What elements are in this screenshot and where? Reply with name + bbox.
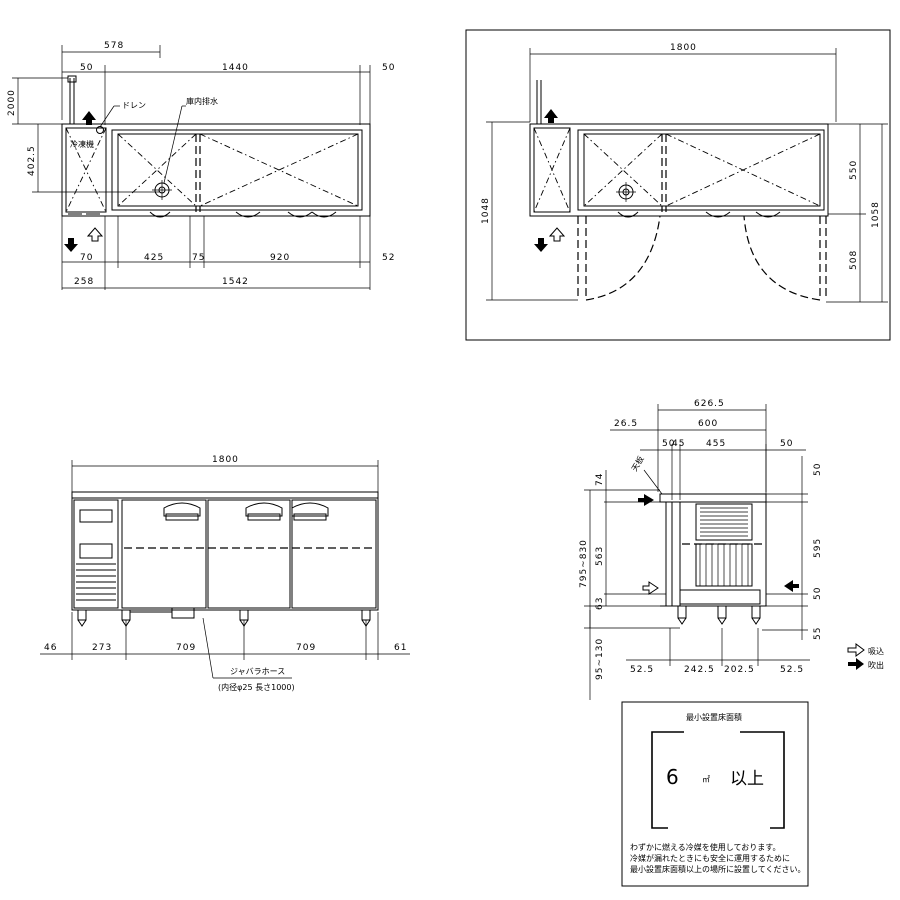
legend-exhaust: 吹出: [868, 660, 884, 670]
dim-50-right-top: 50: [813, 463, 823, 476]
note-line-1: わずかに燃える冷媒を使用しております。: [630, 842, 780, 852]
dim-55: 55: [813, 627, 823, 640]
door-handle-3: [291, 502, 329, 517]
side-vent-upper: [700, 507, 748, 537]
dim-1800-front: 1800: [212, 455, 239, 465]
door-handle-2: [245, 502, 283, 517]
note-line-2: 冷媒が漏れたときにも安全に運用するために: [630, 853, 790, 863]
dim-425: 425: [144, 253, 164, 263]
dim-920: 920: [270, 253, 290, 263]
side-view: 626.5 600 26.5 50 45 455 50: [579, 399, 823, 700]
intake-arrow-icon: [86, 227, 104, 242]
area-suffix: 以上: [730, 769, 764, 789]
dim-202-5: 202.5: [724, 665, 755, 675]
top-right-plan-view: 1800 1048: [465, 29, 891, 341]
side-exhaust-right-icon: [784, 580, 799, 592]
side-vent-lower: [699, 544, 749, 586]
dim-578: 578: [104, 41, 124, 51]
hose-label: ジャバラホース: [230, 667, 285, 676]
dim-1058: 1058: [871, 201, 881, 228]
dim-1800-plan: 1800: [670, 43, 697, 53]
dim-550: 550: [849, 160, 859, 180]
legend-intake: 吸込: [868, 647, 884, 656]
dim-95-130: 95~130: [595, 638, 605, 680]
side-intake-icon: [642, 581, 659, 595]
exhaust-down-arrow-icon: [64, 238, 78, 252]
exhaust-arrow-icon: [82, 111, 96, 125]
dim-2000: 2000: [7, 89, 17, 116]
min-area-title: 最小設置床面積: [686, 712, 742, 722]
dim-52-5-left: 52.5: [630, 665, 654, 675]
airflow-legend: 吸込 吹出: [847, 643, 884, 670]
dim-61: 61: [394, 643, 407, 653]
label-drain: ドレン: [122, 101, 146, 110]
dim-273: 273: [92, 643, 112, 653]
dim-26-5: 26.5: [614, 419, 638, 429]
dim-63: 63: [595, 597, 605, 610]
dim-46: 46: [44, 643, 57, 653]
dim-45: 45: [672, 439, 685, 449]
vent-grille: [76, 563, 116, 601]
dim-75: 75: [192, 253, 205, 263]
dim-595: 595: [813, 538, 823, 558]
dim-74: 74: [595, 473, 605, 486]
dim-626-5: 626.5: [694, 399, 725, 409]
dim-563: 563: [595, 546, 605, 566]
exhaust-legend-icon: [848, 658, 864, 670]
area-unit: ㎡: [702, 775, 710, 784]
hose-spec: (内径φ25 長さ1000): [218, 682, 295, 692]
dim-70: 70: [80, 253, 93, 263]
dim-600: 600: [698, 419, 718, 429]
min-installation-area-box: 最小設置床面積 6 ㎡ 以上 わずかに燃える冷媒を使用しております。 冷媒が漏れ…: [621, 701, 809, 887]
dim-1440: 1440: [222, 63, 249, 73]
note-line-3: 最小設置床面積以上の場所に設置してください。: [630, 864, 806, 874]
label-internal-drain: 庫内排水: [186, 96, 218, 106]
side-exhaust-left-icon: [638, 494, 654, 506]
area-value: 6: [666, 765, 679, 789]
dim-508: 508: [849, 250, 859, 270]
front-view: 1800: [40, 455, 410, 692]
dim-258: 258: [74, 277, 94, 287]
dim-50-side-right: 50: [780, 439, 793, 449]
dim-709-left: 709: [176, 643, 196, 653]
dim-52-5-right: 52.5: [780, 665, 804, 675]
intake-legend-icon: [847, 643, 865, 657]
dim-50-side-left: 50: [662, 439, 675, 449]
dim-1048: 1048: [481, 197, 491, 224]
dim-50-left: 50: [80, 63, 93, 73]
dim-1542: 1542: [222, 277, 249, 287]
dim-242-5: 242.5: [684, 665, 715, 675]
dim-709-right: 709: [296, 643, 316, 653]
top-left-plan-view: 578 50 1440 50 2000 402.5: [7, 41, 395, 290]
dim-402-5: 402.5: [27, 145, 37, 176]
door-handle-1: [163, 502, 201, 517]
label-tenban: 天板: [629, 454, 646, 473]
dim-50-right: 50: [382, 63, 395, 73]
dim-50-right-mid: 50: [813, 587, 823, 600]
label-refrigerator: 冷凍機: [70, 139, 94, 149]
dim-455: 455: [706, 439, 726, 449]
dim-795-830: 795~830: [579, 539, 589, 588]
dim-52: 52: [382, 253, 395, 263]
